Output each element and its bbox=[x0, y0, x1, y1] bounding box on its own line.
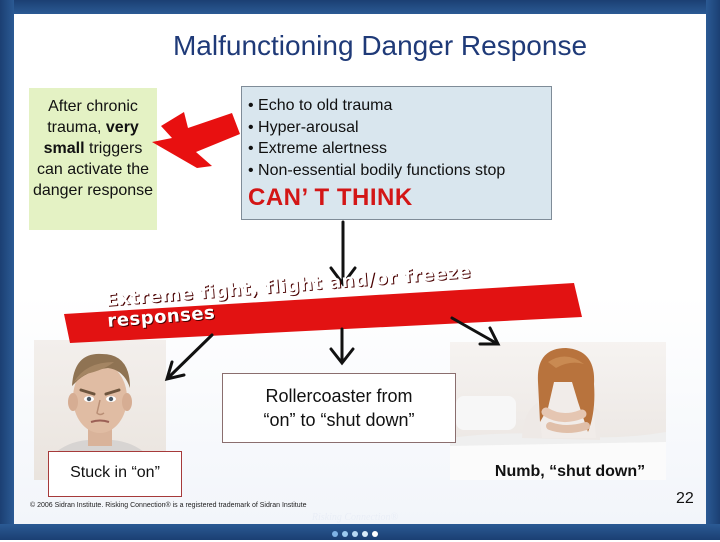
cant-think-alert: CAN’ T THINK bbox=[248, 184, 413, 211]
frame-top bbox=[0, 0, 720, 14]
slide-title: Malfunctioning Danger Response bbox=[172, 30, 588, 61]
photo-shut-down bbox=[450, 342, 666, 480]
left-box-line2: triggers can activate the danger respons… bbox=[32, 140, 154, 199]
shut-down-label: Numb, “shut down” bbox=[494, 463, 646, 480]
logo-text: Risking Connection® bbox=[311, 512, 399, 523]
symptom-item: • Echo to old trauma bbox=[248, 97, 393, 114]
logo-dots bbox=[300, 524, 410, 542]
frame-right bbox=[706, 0, 720, 540]
rollercoaster-box: Rollercoaster from “on” to “shut down” bbox=[222, 373, 456, 443]
symptom-item: • Non-essential bodily functions stop bbox=[248, 161, 506, 179]
copyright-footer: © 2006 Sidran Institute. Risking Connect… bbox=[30, 502, 307, 509]
left-box-line1: After chronic trauma, bbox=[47, 98, 138, 136]
stuck-on-label: Stuck in “on” bbox=[48, 451, 182, 497]
rollercoaster-line2: “on” to “shut down” bbox=[263, 410, 415, 430]
symptom-item: • Hyper-arousal bbox=[248, 118, 359, 136]
risking-connection-logo: Risking Connection® bbox=[300, 512, 410, 537]
symptoms-box: • Echo to old trauma • Hyper-arousal • E… bbox=[241, 86, 552, 220]
rollercoaster-line1: Rollercoaster from bbox=[265, 386, 413, 406]
left-box-emphasis: very small bbox=[43, 119, 139, 157]
frame-left bbox=[0, 0, 14, 540]
left-text-box: After chronic trauma, very small trigger… bbox=[29, 88, 157, 230]
symptom-item: • Extreme alertness bbox=[248, 140, 387, 157]
page-number: 22 bbox=[676, 490, 694, 507]
frame-bottom bbox=[0, 524, 720, 540]
